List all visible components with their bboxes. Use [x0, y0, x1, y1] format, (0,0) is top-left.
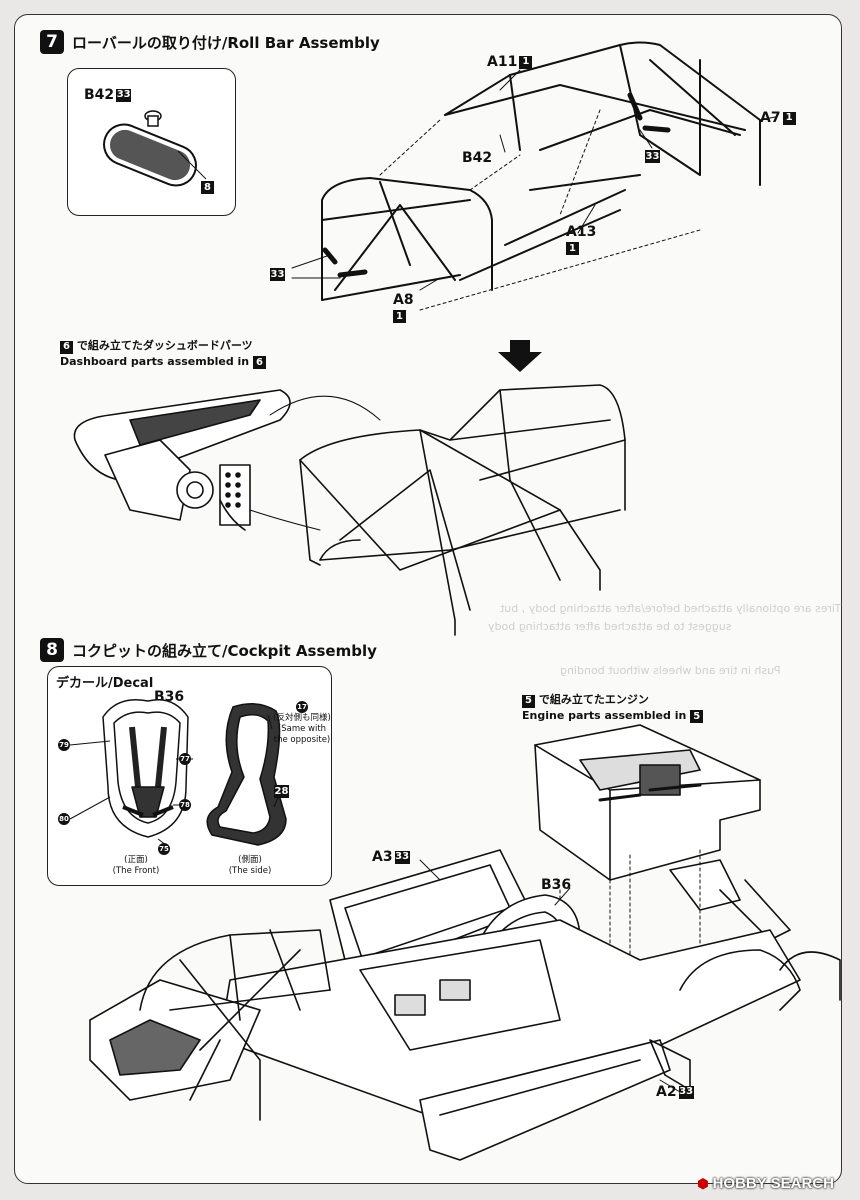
inset-decal-num: 8 — [201, 181, 214, 194]
step8-heading: 8 コクピットの組み立て/Cockpit Assembly — [40, 638, 377, 662]
inset-part-label: B42 33 — [84, 87, 132, 103]
ghost-text-3: Push in tire and wheels without bonding — [560, 664, 781, 677]
watermark-logo-icon: ⬢ — [697, 1175, 709, 1191]
step7-title: ローバールの取り付け/Roll Bar Assembly — [72, 33, 380, 52]
down-arrow-icon — [498, 340, 542, 372]
decal-17-note: 17 (反対側も同様) (Same with the opposite) — [273, 701, 331, 745]
engine-note: 5 で組み立てたエンジン Engine parts assembled in 5 — [522, 692, 704, 723]
watermark: ⬢ HOBBY SEARCH — [697, 1175, 834, 1192]
front-view-caption: (正面)(The Front) — [112, 855, 160, 876]
mirror-drawing — [103, 110, 207, 187]
decal-80: 80 — [58, 813, 70, 825]
decal-79: 79 — [58, 739, 70, 751]
step7-heading: 7 ローバールの取り付け/Roll Bar Assembly — [40, 30, 380, 54]
label-b36: B36 — [541, 877, 572, 893]
step8-title: コクピットの組み立て/Cockpit Assembly — [72, 641, 377, 660]
b42-inset-box: B42 33 8 — [67, 68, 236, 216]
decal-78: 78 — [179, 799, 191, 811]
roll-bar-parts-drawing — [291, 41, 776, 372]
label-b42: B42 — [462, 150, 493, 166]
inset-part-num: 33 — [116, 88, 132, 102]
decal-box: デカール/Decal B3633 79 77 78 80 75 17 — [47, 666, 332, 886]
dashboard-note: 6 で組み立てたダッシュボードパーツ Dashboard parts assem… — [60, 338, 266, 369]
cockpit-assembly-drawing — [89, 724, 841, 1161]
dashboard-and-rollcage-drawing — [73, 384, 626, 636]
decal-33-top: 33 — [645, 150, 660, 163]
seat-decal-drawing — [69, 699, 287, 846]
side-view-caption: (側面)(The side) — [228, 855, 272, 876]
step8-number: 8 — [40, 638, 64, 662]
decal-heading: デカール/Decal — [56, 676, 154, 691]
decal-33-left: 33 — [270, 268, 285, 281]
step7-number: 7 — [40, 30, 64, 54]
decal-77: 77 — [179, 753, 191, 765]
decal-28: 28 — [274, 785, 289, 798]
decal-75: 75 — [158, 843, 170, 855]
